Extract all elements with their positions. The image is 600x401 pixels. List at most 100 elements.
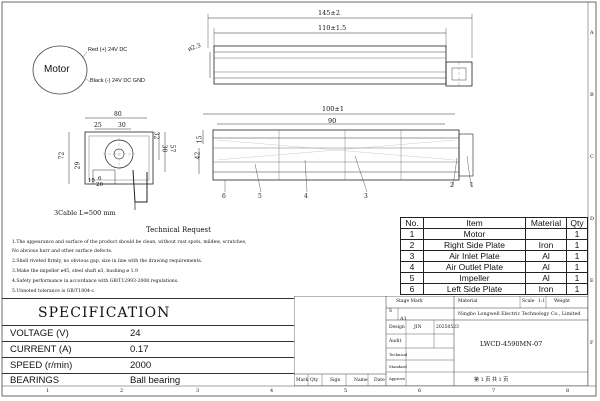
tb-weight: Weight	[554, 299, 570, 304]
tb-rev-name: Name	[354, 378, 368, 383]
request-line: 3.Make the impeller ø45, steel shaft ø3,…	[12, 269, 138, 274]
bom-header: Material	[525, 217, 567, 229]
grid-row: B	[590, 92, 594, 98]
bom-cell	[525, 228, 567, 240]
bom-cell: Al	[525, 272, 567, 284]
grid-col: 7	[492, 388, 496, 394]
tb-a1: A1	[400, 316, 407, 322]
tb-scale-label: Scale	[522, 299, 535, 304]
tb-date: 20250523	[436, 325, 459, 330]
dim-42: 42	[194, 151, 202, 160]
callout-2: 2	[450, 182, 454, 189]
bom-row: 2 Right Side Plate Iron 1	[400, 239, 588, 251]
bom-header: Item	[423, 217, 526, 229]
dim-6: 6	[98, 176, 102, 182]
tb-sheet: 第 1 页 共 1 页	[474, 377, 509, 383]
dim-side-a: 25	[94, 122, 102, 129]
bom-header: Qty	[566, 217, 588, 229]
bom-cell: Air Inlet Plate	[423, 250, 526, 262]
bom-cell: 1	[566, 261, 588, 273]
spec-row: VOLTAGE (V) 24	[2, 325, 294, 342]
bom-cell: Motor	[423, 228, 526, 240]
grid-col: 6	[418, 388, 422, 394]
bom-cell: Impeller	[423, 272, 526, 284]
bom-row: 3 Air Inlet Plate Al 1	[400, 250, 588, 262]
spec-row: BEARINGS Ball bearing	[2, 373, 294, 388]
callout-5: 5	[258, 193, 262, 200]
bom-cell: 1	[400, 228, 424, 240]
specification-block: SPECIFICATION VOLTAGE (V) 24 CURRENT (A)…	[2, 298, 294, 387]
bom-row: 5 Impeller Al 1	[400, 272, 588, 284]
bom-cell: Iron	[525, 283, 567, 295]
tb-stage-mark: Stage Mark	[396, 299, 423, 304]
request-line: 4.Safety performance in accordance with …	[12, 279, 179, 284]
request-line: No abvious burr and other surface defect…	[12, 249, 113, 254]
spec-title: SPECIFICATION	[38, 305, 171, 321]
grid-row: F	[590, 340, 594, 346]
bom-row: 4 Air Outlet Plate Al 1	[400, 261, 588, 273]
grid-row: D	[590, 216, 595, 222]
bom-cell: Al	[525, 261, 567, 273]
callout-6: 6	[222, 193, 226, 200]
tb-audit: Audit	[389, 339, 402, 344]
dim-body: 110±1.5	[318, 24, 347, 32]
tb-designer: JIN	[414, 325, 422, 330]
bom-cell: Air Outlet Plate	[423, 261, 526, 273]
wire-black-label: Black (-) 24V DC GND	[90, 78, 146, 84]
callout-3: 3	[364, 193, 368, 200]
bom-cell: 4	[400, 261, 424, 273]
spec-label: SPEED (r/min)	[10, 360, 73, 371]
dim-inner: 90	[328, 117, 337, 125]
bom-cell: 1	[566, 272, 588, 284]
tb-rev-qty: Qty	[310, 378, 319, 383]
dim-72: 72	[58, 151, 66, 160]
title-block-grid	[294, 296, 588, 386]
spec-label: BEARINGS	[10, 375, 60, 386]
grid-col: 5	[344, 388, 348, 394]
dim-inner-total: 100±1	[322, 105, 344, 113]
tb-company: Ningbo Longwell Electric Technology Co.,…	[458, 312, 581, 317]
callout-4: 4	[304, 193, 308, 200]
bom-cell: 5	[400, 272, 424, 284]
spec-value: 2000	[130, 360, 152, 371]
dim-30: 30	[160, 144, 168, 153]
grid-row: C	[590, 154, 594, 160]
bom-cell: 1	[566, 228, 588, 240]
tb-design: Design	[389, 325, 405, 330]
tb-material: Material	[458, 299, 478, 304]
bom-row: 1 Motor 1	[400, 228, 588, 240]
grid-col: 1	[46, 388, 50, 394]
tb-approve: Approve	[389, 376, 406, 381]
tb-scale: 1:1	[538, 299, 546, 304]
request-line: 1.The appearance and surface of the prod…	[12, 240, 247, 245]
grid-col: 8	[566, 388, 570, 394]
bom-cell: 1	[566, 239, 588, 251]
bom-cell: Right Side Plate	[423, 239, 526, 251]
bom-cell: Left Side Plate	[423, 283, 526, 295]
grid-col: 2	[120, 388, 124, 394]
tb-rev-mark: Mark	[296, 378, 309, 383]
request-title: Technical Request	[146, 226, 211, 234]
cable-length-label: 3Cable L=500 mm	[54, 209, 116, 217]
wire-red-label: Red (+) 24V DC	[88, 47, 128, 53]
dim-overall: 145±2	[318, 9, 340, 17]
bom-cell: 1	[566, 250, 588, 262]
grid-col: 3	[196, 388, 200, 394]
grid-col: 4	[270, 388, 274, 394]
bom-cell: Al	[525, 250, 567, 262]
bom-cell: 1	[566, 283, 588, 295]
bom-row: 6 Left Side Plate Iron 1	[400, 283, 588, 295]
callout-1: 1	[470, 182, 474, 189]
tb-s: S	[389, 309, 393, 314]
bom-cell: 6	[400, 283, 424, 295]
bom-header: No.	[400, 217, 424, 229]
tb-rev-date: Date	[374, 378, 385, 383]
tb-rev-sign: Sign	[330, 378, 341, 383]
tb-part-no: LWCD-4590MN-07	[480, 340, 543, 348]
bom-cell: 2	[400, 239, 424, 251]
motor-label: Motor	[44, 64, 70, 75]
dim-side-b: 30	[118, 122, 126, 129]
side-view-drawing	[68, 117, 166, 210]
spec-label: VOLTAGE (V)	[10, 328, 69, 339]
